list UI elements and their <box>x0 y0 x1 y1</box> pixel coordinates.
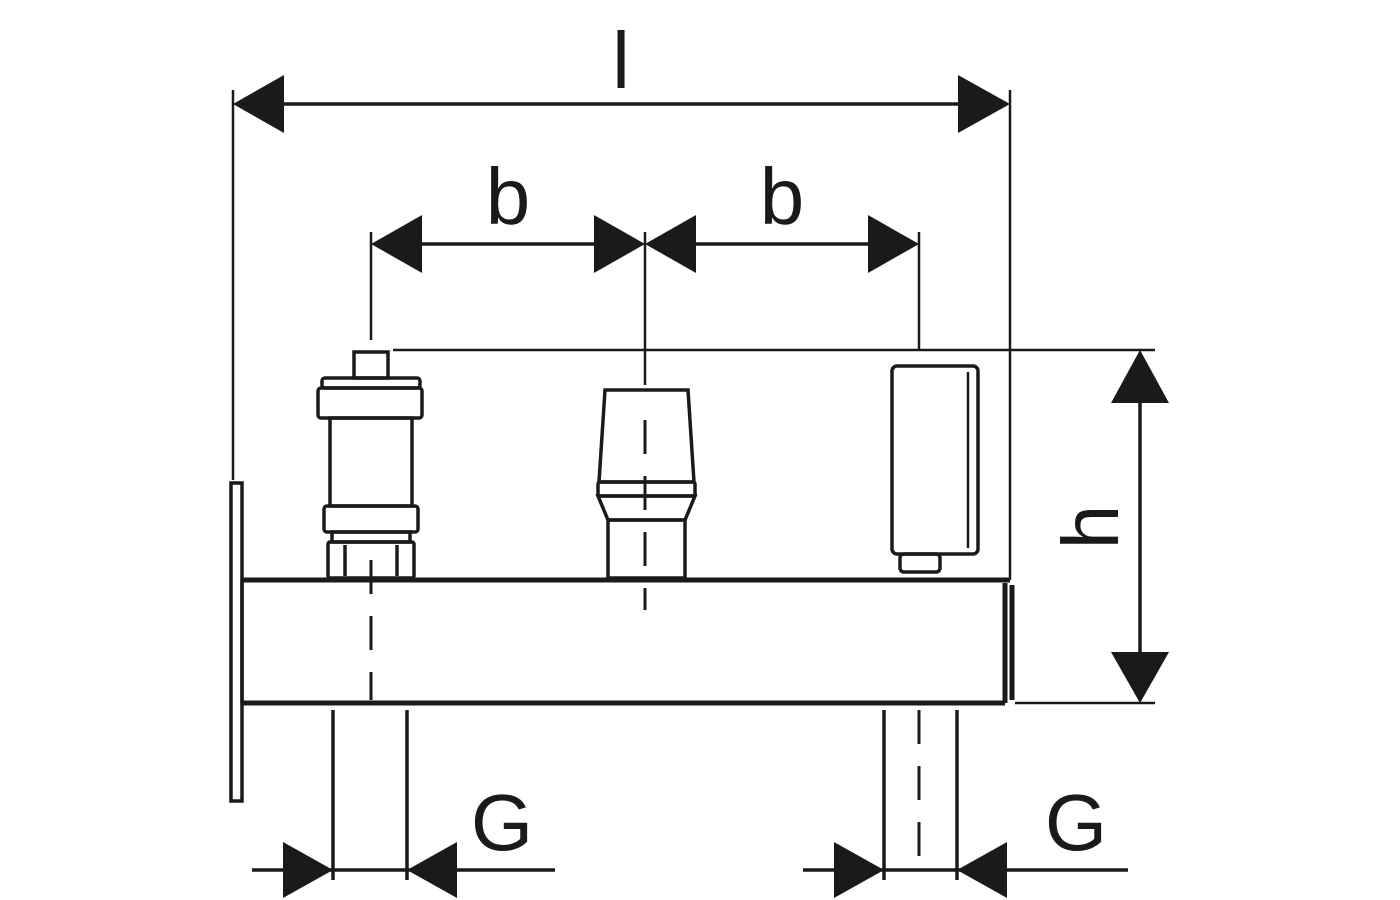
cap-stem <box>606 518 687 580</box>
dimension-b-left: b <box>369 152 647 385</box>
vent-body <box>328 416 414 508</box>
arrowhead-b-left-end <box>594 215 645 273</box>
arrowhead-g-right-end <box>957 842 1007 898</box>
arrowhead-g-left-end <box>407 842 457 898</box>
arrowhead-l-right <box>958 75 1010 133</box>
arrowhead-l-left <box>233 75 284 133</box>
air-vent-valve <box>316 350 424 580</box>
label-b-right: b <box>760 152 805 241</box>
sensor-sleeve <box>890 364 980 574</box>
label-g-right: G <box>1045 778 1107 867</box>
dimension-h: h <box>393 348 1169 705</box>
dimension-b-right: b <box>645 152 921 350</box>
manifold-body <box>240 577 1015 706</box>
arrowhead-b-right-end <box>868 215 919 273</box>
label-g-left: G <box>471 778 533 867</box>
arrowhead-g-right-start <box>834 842 884 898</box>
vent-cap <box>352 350 390 380</box>
label-b-left: b <box>486 152 531 241</box>
label-h: h <box>1046 505 1135 550</box>
arrowhead-h-bottom <box>1111 652 1169 703</box>
sleeve-nipple <box>898 552 942 574</box>
arrowhead-g-left-start <box>283 842 333 898</box>
arrowhead-b-right-start <box>645 215 696 273</box>
arrowhead-h-top <box>1111 350 1169 403</box>
sleeve-body <box>890 364 980 556</box>
dimension-l: l <box>231 16 1012 580</box>
dimension-g-right: G <box>803 710 1128 898</box>
vent-lower-ring <box>322 504 420 534</box>
center-cap <box>595 388 698 580</box>
arrowhead-b-left-start <box>371 215 422 273</box>
vent-head <box>316 386 424 420</box>
dimension-g-left: G <box>252 710 555 898</box>
label-l: l <box>612 16 630 105</box>
centre-lines <box>369 420 921 860</box>
